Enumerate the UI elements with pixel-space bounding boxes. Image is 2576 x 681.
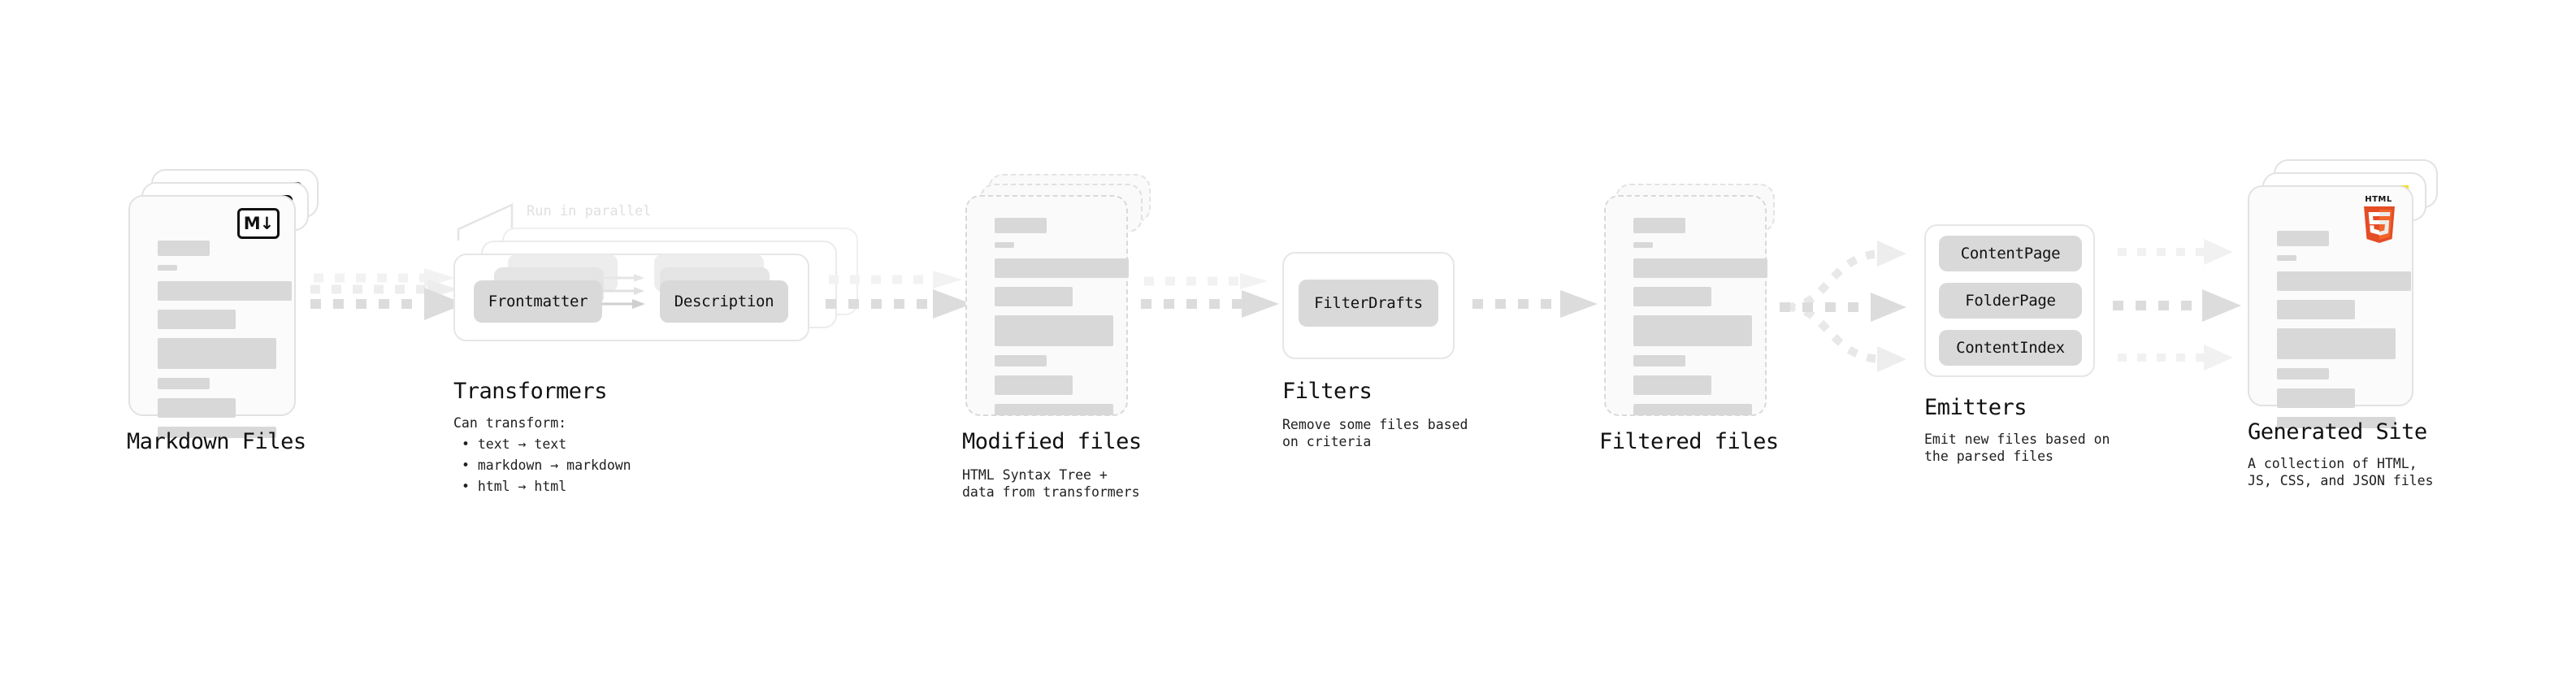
generated-site-caption: A collection of HTML, JS, CSS, and JSON … [2248, 456, 2434, 488]
arrow-markdown-to-transformers [310, 268, 465, 320]
modified-files-heading: Modified files [962, 429, 1142, 454]
transformers-caption: Can transform: [453, 415, 567, 431]
html5-icon: HTML [2357, 195, 2400, 245]
filtered-file-sheet-front [1604, 195, 1767, 416]
arrow-modified-to-filters [1141, 273, 1279, 318]
modified-file-content [995, 218, 1129, 424]
emitters-caption: Emit new files based on the parsed files [1924, 432, 2110, 464]
transformers-heading: Transformers [453, 379, 608, 404]
run-in-parallel-leader [457, 203, 514, 241]
emitter-chip-contentindex[interactable]: ContentIndex [1939, 330, 2082, 366]
run-in-parallel-label: Run in parallel [527, 203, 652, 219]
transformers-bullet-0-text: text → text [477, 436, 567, 452]
transformers-bullet-0: • text → text [462, 436, 567, 452]
filters-caption: Remove some files based on criteria [1282, 417, 1468, 449]
emitters-heading: Emitters [1924, 395, 2027, 420]
arrow-transformers-to-modified [826, 271, 972, 319]
site-sheet-html: HTML [2248, 185, 2413, 428]
arrow-filtered-to-emitters [1780, 241, 1906, 372]
transformer-inner-arrows [588, 274, 645, 309]
filters-heading: Filters [1282, 379, 1373, 404]
markdown-icon: M↓ [237, 208, 280, 239]
filter-chip-filterdrafts[interactable]: FilterDrafts [1299, 280, 1438, 327]
site-file-content [2277, 231, 2411, 437]
generated-site-heading: Generated Site [2248, 419, 2427, 445]
markdown-file-content [158, 241, 292, 447]
markdown-files-heading: Markdown Files [127, 429, 306, 454]
filtered-files-heading: Filtered files [1599, 429, 1779, 454]
modified-file-sheet-front [965, 195, 1129, 416]
transformers-bullet-2-text: html → html [477, 479, 567, 494]
arrow-emitters-to-site [2113, 239, 2241, 371]
transformer-chip-frontmatter[interactable]: Frontmatter [474, 280, 602, 323]
modified-files-caption: HTML Syntax Tree + data from transformer… [962, 467, 1140, 500]
emitter-chip-folderpage[interactable]: FolderPage [1939, 283, 2082, 319]
markdown-file-sheet-front: M↓ [128, 195, 296, 438]
transformers-bullet-1-text: markdown → markdown [477, 458, 631, 473]
arrow-filters-to-filtered [1472, 290, 1598, 318]
filtered-file-content [1633, 218, 1767, 424]
transformers-bullet-2: • html → html [462, 479, 567, 494]
transformer-chip-description[interactable]: Description [660, 280, 788, 323]
transformers-bullet-1: • markdown → markdown [462, 458, 631, 473]
emitter-chip-contentpage[interactable]: ContentPage [1939, 236, 2082, 271]
